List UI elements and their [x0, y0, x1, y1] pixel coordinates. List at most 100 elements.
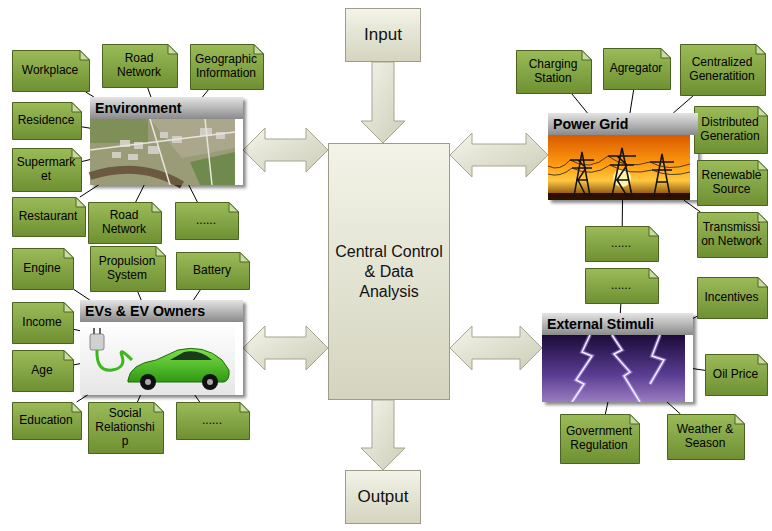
- note-label: Engine: [23, 262, 60, 276]
- car-window: [170, 351, 212, 360]
- leader-line: [673, 96, 693, 113]
- panel-header: External Stimuli: [542, 313, 693, 335]
- note-body: [13, 198, 86, 237]
- leader-line: [605, 402, 608, 414]
- note-fold: [582, 51, 592, 61]
- note-box: Income: [12, 302, 74, 344]
- note-body: [586, 269, 659, 304]
- note-body: [706, 355, 768, 396]
- note-fold: [758, 107, 768, 117]
- note-fold: [64, 303, 74, 313]
- leader-line: [74, 290, 90, 300]
- note-box: Social Relationship: [88, 402, 164, 454]
- note-box: Government Regulation: [560, 414, 640, 464]
- note-box: ......: [175, 202, 239, 240]
- note-box: Centralized Generatition: [680, 44, 766, 96]
- note-body: [13, 103, 82, 140]
- note-box: Distributed Generation: [694, 106, 768, 154]
- picture-ground: [80, 322, 235, 395]
- note-body: [13, 351, 74, 392]
- field: [190, 152, 235, 185]
- leader-line: [202, 90, 208, 97]
- note-fold: [229, 203, 239, 213]
- note-box: Transmission Network: [697, 212, 768, 258]
- leader-line: [138, 292, 141, 300]
- note-box: Incentives: [697, 277, 768, 319]
- note-label: Charging Station: [520, 58, 586, 86]
- leader-line: [622, 200, 623, 226]
- note-fold: [64, 249, 74, 259]
- note-box: ......: [176, 402, 250, 440]
- note-box: Road Network: [102, 44, 178, 88]
- note-fold: [630, 415, 640, 425]
- note-body: [681, 45, 766, 96]
- note-label: Propulsion System: [94, 255, 160, 283]
- note-fold: [240, 253, 250, 263]
- leader-line: [620, 304, 622, 313]
- leader-line: [80, 185, 99, 197]
- note-body: [13, 303, 74, 344]
- note-box: Charging Station: [516, 50, 592, 94]
- pylon: [570, 152, 594, 196]
- note-fold: [758, 278, 768, 288]
- note-body: [586, 227, 659, 262]
- note-body: [698, 161, 768, 206]
- leader-line: [74, 329, 80, 330]
- panel-header: Environment: [90, 97, 243, 119]
- io-box: Output: [345, 470, 421, 524]
- note-label: Age: [31, 364, 52, 378]
- note-fold: [64, 351, 74, 361]
- process-label: Central Control & Data Analysis: [335, 242, 443, 302]
- wheel: [202, 374, 218, 390]
- process-box: Central Control & Data Analysis: [328, 143, 450, 400]
- note-fold: [735, 415, 745, 425]
- note-box: ......: [585, 226, 659, 262]
- leader-line: [82, 127, 90, 128]
- leader-line: [667, 402, 680, 414]
- note-fold: [758, 355, 768, 365]
- power-line-photo: [548, 135, 690, 200]
- panel-header: Power Grid: [548, 113, 698, 135]
- note-body: [177, 253, 250, 290]
- note-body: [91, 247, 166, 292]
- note-label: ......: [611, 237, 631, 251]
- plug-prongs: [94, 328, 100, 334]
- note-label: Residence: [18, 114, 75, 128]
- note-label: Road Network: [92, 209, 156, 237]
- note-label: Battery: [193, 264, 231, 278]
- cable: [97, 350, 132, 370]
- note-box: Age: [12, 350, 74, 392]
- note-body: [13, 403, 82, 440]
- field: [90, 119, 148, 143]
- note-box: Propulsion System: [90, 246, 166, 292]
- note-body: [13, 149, 82, 192]
- leader-line: [82, 160, 90, 162]
- note-label: Road Network: [106, 52, 172, 80]
- note-fold: [240, 403, 250, 413]
- aerial-photo: [90, 119, 235, 185]
- leader-line: [148, 88, 151, 97]
- note-body: [698, 278, 768, 319]
- note-body: [13, 249, 74, 290]
- note-body: [698, 213, 768, 258]
- note-box: ......: [585, 268, 659, 304]
- note-body: [176, 203, 239, 240]
- panel: Power Grid: [548, 113, 698, 200]
- note-body: [191, 45, 264, 90]
- note-fold: [72, 103, 82, 113]
- note-fold: [76, 198, 86, 208]
- note-fold: [72, 403, 82, 413]
- block-arrow: [243, 128, 328, 172]
- note-fold: [154, 403, 164, 413]
- ev-picture: [80, 322, 235, 395]
- note-label: Renewable Source: [701, 169, 762, 197]
- panel: EVs & EV Owners: [80, 300, 243, 395]
- note-fold: [756, 45, 766, 55]
- note-body: [89, 403, 164, 454]
- leader-line: [195, 395, 200, 402]
- block-arrow: [361, 400, 405, 470]
- note-body: [604, 49, 671, 90]
- wheel: [140, 374, 156, 390]
